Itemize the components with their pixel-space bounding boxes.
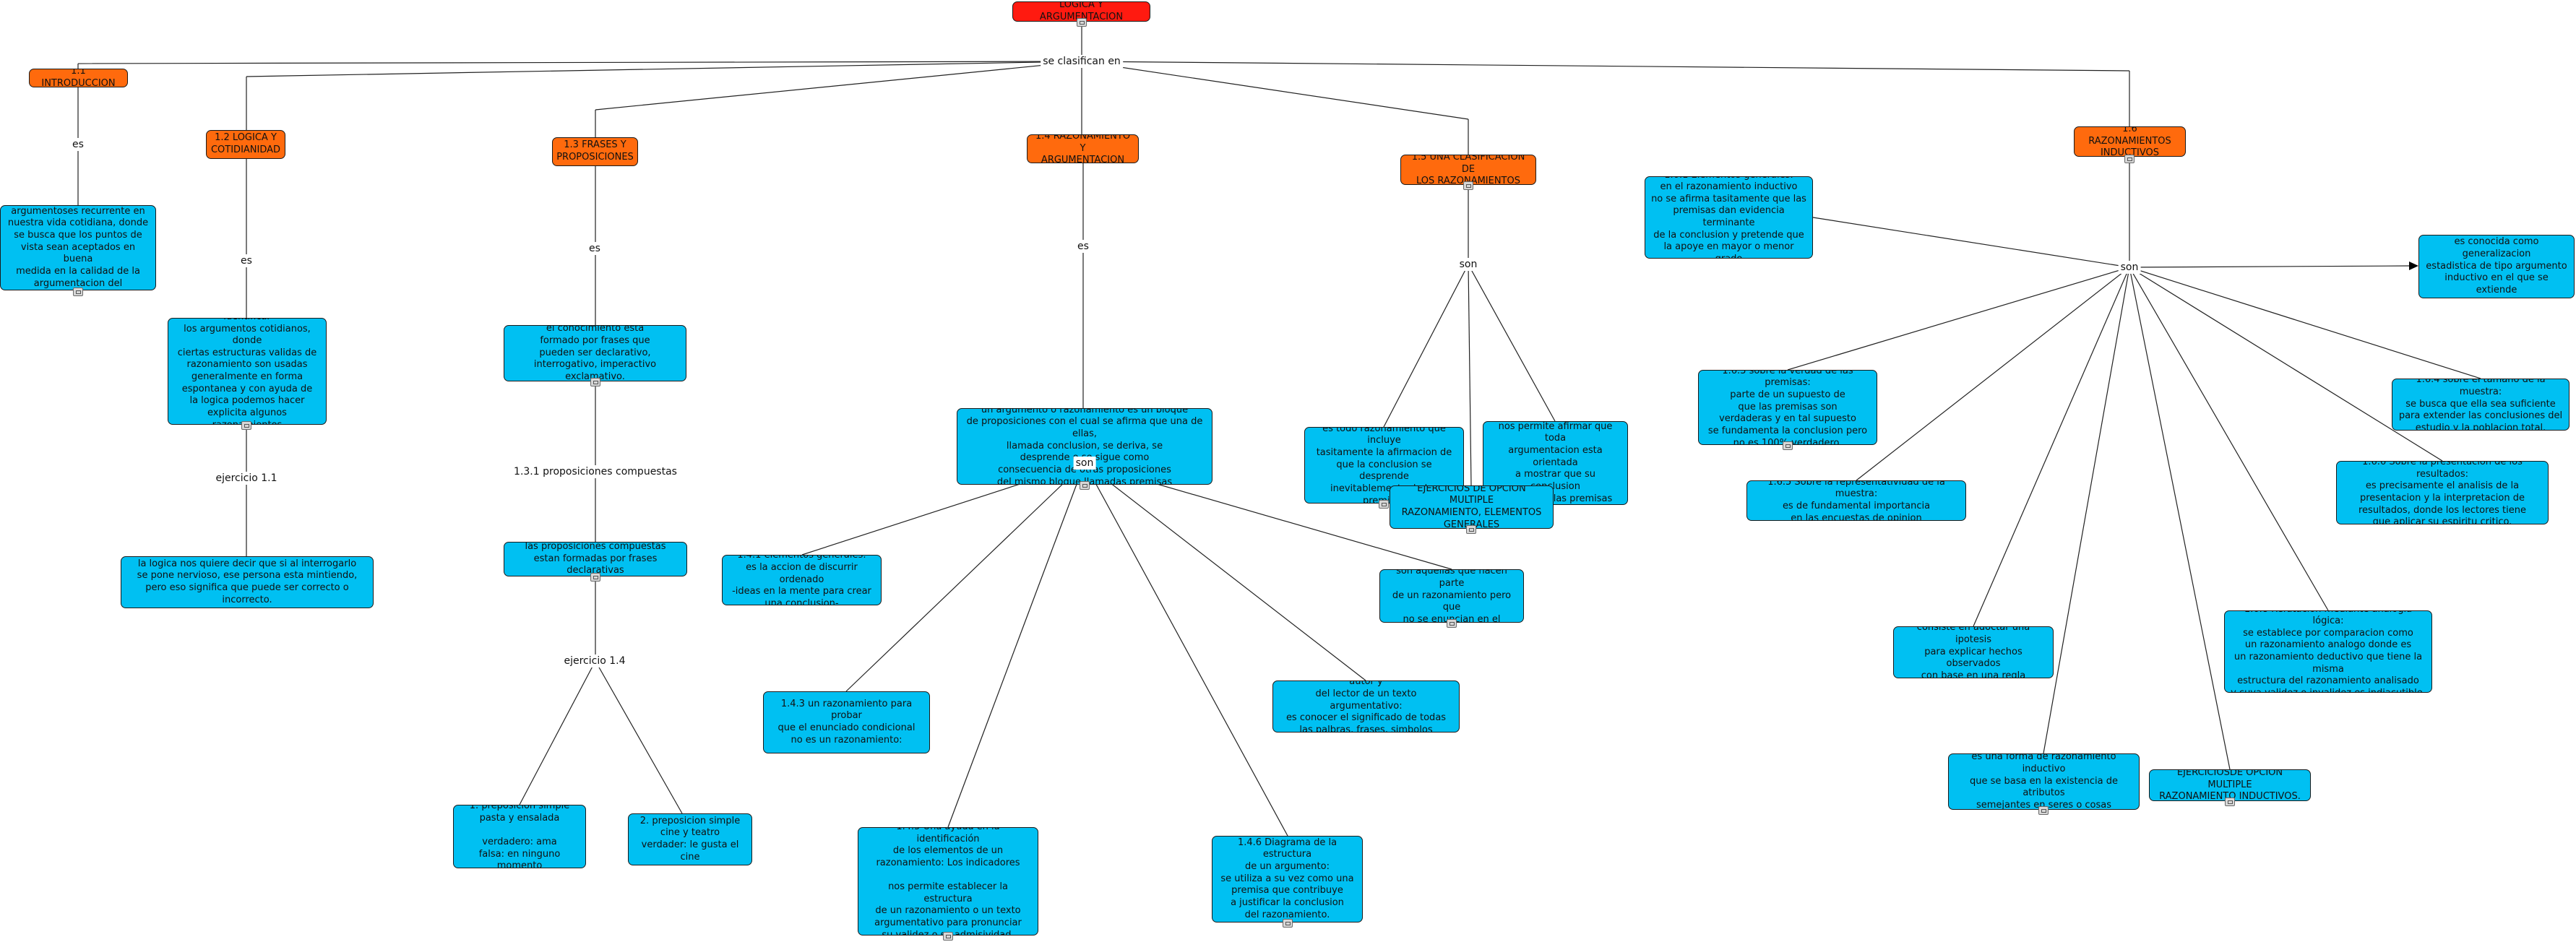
c152-resource-icon[interactable] <box>1379 500 1389 509</box>
c142-resource-icon[interactable] <box>1447 619 1457 628</box>
intro-resource-icon[interactable] <box>73 288 83 296</box>
concept-1-6-3[interactable]: 1.6.3 sobre la verdad de las premisas: p… <box>1698 370 1877 445</box>
link-label-ejercicio-1-4: ejercicio 1.4 <box>561 654 628 667</box>
connector-line <box>1081 61 1469 120</box>
concept-1-4-4[interactable]: 1.4.4 sobre responsabilidad del autor y … <box>1272 680 1460 733</box>
connector-line <box>1812 217 2130 268</box>
c163-resource-icon[interactable] <box>1783 441 1793 450</box>
t6-resource-icon[interactable] <box>2124 155 2135 163</box>
connector-line <box>1081 61 2130 72</box>
c145-resource-icon[interactable] <box>943 932 953 941</box>
link-label-clasifican: se clasifican en <box>1041 55 1123 68</box>
topic-frases-proposiciones[interactable]: 1.3 FRASES Y PROPOSICIONES <box>552 137 638 166</box>
concept-argumento[interactable]: un argumento o razonamiento es un bloque… <box>957 408 1212 485</box>
concept-1-6-2[interactable]: 1.6.2 Generalización inductiva: es conoc… <box>2418 235 2575 298</box>
ej15-resource-icon[interactable] <box>1466 525 1476 534</box>
link-label-es-frases: es <box>587 242 603 255</box>
link-label-es-logica: es <box>238 254 254 267</box>
concept-intro[interactable]: la necesidad de construir argumentoses r… <box>0 205 156 290</box>
conocimiento-resource-icon[interactable] <box>590 378 600 386</box>
concept-1-6-9[interactable]: 1.6.9 Razonamiento abductivo: consiste e… <box>1893 626 2054 678</box>
connector-line <box>1973 267 2130 627</box>
link-label-ejercicio-1-1: ejercicio 1.1 <box>213 472 280 485</box>
root-resource-icon[interactable] <box>1077 18 1087 27</box>
topic-introduccion[interactable]: 1.1 INTRODUCCION <box>29 69 128 87</box>
link-label-son-inductivos: son <box>2118 261 2141 274</box>
connector-line <box>947 462 1085 828</box>
c167-resource-icon[interactable] <box>2038 806 2049 815</box>
connector-line <box>1084 462 1366 681</box>
connector-line <box>246 61 1082 77</box>
c146-resource-icon[interactable] <box>1283 919 1293 928</box>
concept-1-4-6[interactable]: 1.4.6 Diagrama de la estructura de un ar… <box>1212 836 1363 922</box>
logica-resource-icon[interactable] <box>241 421 251 430</box>
concept-ejercicio-1-1[interactable]: la logica nos quiere decir que si al int… <box>121 556 374 608</box>
concept-1-6-5[interactable]: 1.6.5 Sobre la representatividad de la m… <box>1746 480 1966 521</box>
concept-proposiciones-compuestas[interactable]: las proposiciones compuestas estan forma… <box>504 542 687 576</box>
concept-1-6-4[interactable]: 1.6.4 sobre el tamaño de la muestra: se … <box>2392 379 2569 431</box>
concept-1-4-2[interactable]: 1.4.2 premisas implicitas: son aquellas … <box>1379 569 1524 623</box>
link-label-es-razonamiento: es <box>1075 240 1091 253</box>
connector-line <box>2129 267 2481 379</box>
concept-1-4-3[interactable]: 1.4.3 un razonamiento para probar que el… <box>763 691 930 753</box>
connector-line <box>1787 267 2130 371</box>
link-label-es-intro: es <box>70 138 86 151</box>
connector-line <box>2129 267 2443 462</box>
topic-razonamientos-inductivos[interactable]: 1.6 RAZONAMIENTOS INDUCTIVOS <box>2074 126 2186 157</box>
t5-resource-icon[interactable] <box>1463 181 1473 190</box>
connector-line <box>1468 264 1556 422</box>
concept-preposicion-simple-1[interactable]: 1. preposicion simple pasta y ensalada v… <box>453 805 586 868</box>
topic-clasificacion-razonamientos[interactable]: 1.5 UNA CLASIFICACION DE LOS RAZONAMIENT… <box>1400 155 1536 185</box>
connector-line <box>845 462 1085 692</box>
connector-line <box>1084 462 1288 837</box>
connector-line <box>1468 264 1472 486</box>
concept-preposicion-simple-2[interactable]: 2. preposicion simple cine y teatro verd… <box>628 813 752 865</box>
concept-1-6-7[interactable]: 1.6.7 Argumentos por analogía: es una fo… <box>1948 753 2140 810</box>
connector-line <box>1856 267 2130 481</box>
arrowhead <box>2409 262 2418 270</box>
link-label-son-razonamiento: son <box>1073 457 1096 470</box>
concept-1-4-1[interactable]: 1.4.1 elementos generales: es la accion … <box>722 555 882 605</box>
connector-line <box>1383 264 1469 428</box>
ej16-resource-icon[interactable] <box>2225 798 2235 806</box>
concept-logica[interactable]: la logica nos permite identificar los ar… <box>168 318 327 425</box>
argumento-resource-icon[interactable] <box>1080 481 1090 490</box>
compuestas-resource-icon[interactable] <box>590 573 600 582</box>
connector-line <box>2129 267 2329 611</box>
concept-ejercicios-1-5[interactable]: EJERCICIOS DE OPCION MULTIPLE RAZONAMIEN… <box>1390 485 1554 529</box>
connector-line <box>2043 267 2130 754</box>
concept-1-6-6[interactable]: 1.6.6 Sobre la presentación de los resul… <box>2336 461 2549 524</box>
connector-line-arrow <box>2129 265 2411 268</box>
connector-line <box>77 61 1082 64</box>
concept-ejercicios-1-6[interactable]: EJERCICIOSDE OPCION MULTIPLE RAZONAMIENT… <box>2149 769 2311 801</box>
connector-line <box>595 61 1082 111</box>
connector-line <box>519 660 596 805</box>
concept-1-4-5[interactable]: 1.4.5 Una ayuda en la identificación de … <box>858 827 1038 935</box>
concept-1-6-1[interactable]: 1.6.1 Elementos generales: en el razonam… <box>1645 176 1813 259</box>
concept-conocimiento[interactable]: el conocimiento esta formado por frases … <box>504 325 686 381</box>
connector-line <box>595 660 683 814</box>
link-label-proposiciones-compuestas: 1.3.1 proposiciones compuestas <box>512 465 679 478</box>
connector-line <box>2129 267 2231 770</box>
topic-logica-cotidianidad[interactable]: 1.2 LOGICA Y COTIDIANIDAD <box>206 130 285 159</box>
topic-razonamiento-argumentacion[interactable]: 1.4 RAZONAMIENTO Y ARGUMENTACION <box>1027 134 1139 163</box>
link-label-son-clasificacion: son <box>1457 258 1480 271</box>
concept-1-6-8[interactable]: 1.6.8 Refutación mediante analogía lógic… <box>2224 610 2432 693</box>
